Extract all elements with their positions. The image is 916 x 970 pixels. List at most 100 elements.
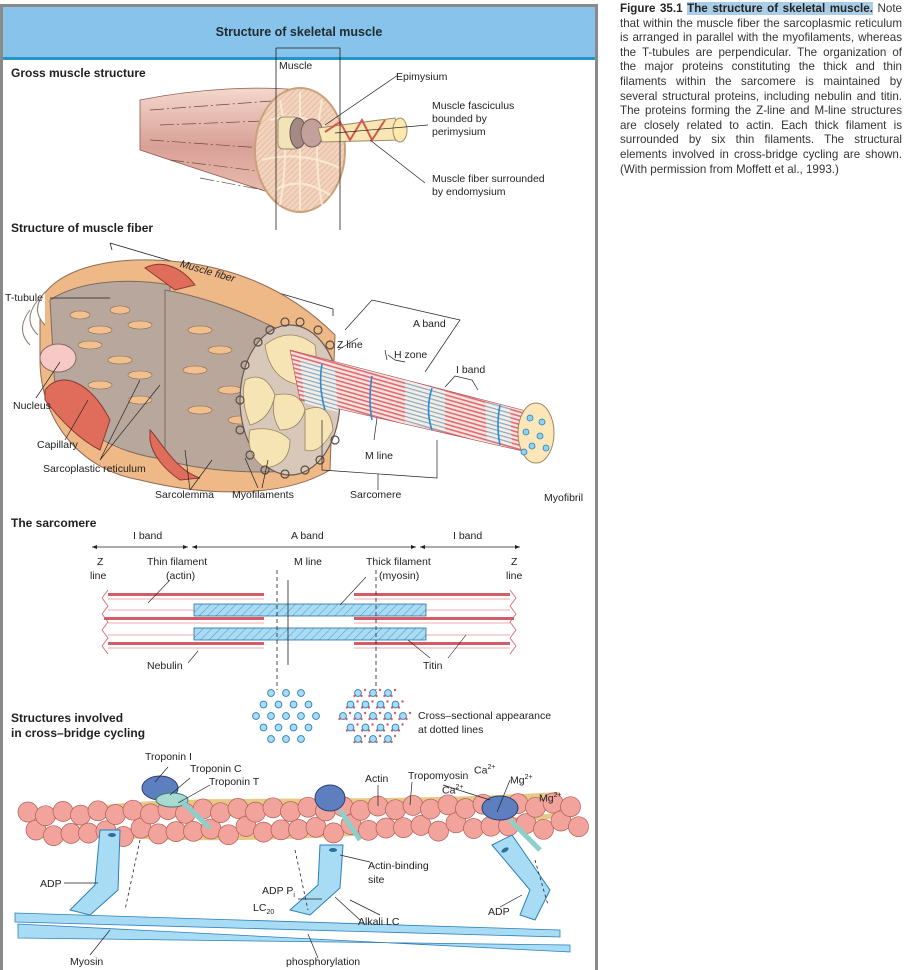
thick-filament-dot xyxy=(346,723,355,732)
actin-monomer xyxy=(402,795,424,816)
label-thin-filament-1: Thin filament xyxy=(147,556,208,568)
actin-monomer xyxy=(148,823,169,845)
actin-monomer xyxy=(350,799,371,821)
actin-monomer xyxy=(568,816,589,838)
label-m-line: M line xyxy=(365,450,394,462)
label-a-band-sarcomere: A band xyxy=(291,530,324,542)
muscle-fiber-illustration xyxy=(22,242,555,493)
thin-filament-dot xyxy=(367,729,371,732)
actin-monomer xyxy=(262,797,284,819)
actin-monomer xyxy=(60,823,82,844)
thin-filament-dot xyxy=(375,729,379,732)
label-fasciculus-1: Muscle fasciculus xyxy=(432,100,515,112)
actin-monomer xyxy=(455,798,476,819)
thick-filament-dot xyxy=(399,712,407,720)
thin-filament-dot xyxy=(390,706,394,709)
actin-monomer xyxy=(183,820,204,842)
thick-filament-dot xyxy=(267,712,275,720)
label-actin: Actin xyxy=(365,773,389,785)
thin-filament-dot xyxy=(390,740,393,744)
lc-subscript: 20 xyxy=(266,909,275,917)
thin-filament-dot xyxy=(382,706,386,709)
actin-monomer xyxy=(70,804,91,826)
figure-header: Structure of skeletal muscle xyxy=(3,7,595,60)
actin-monomer xyxy=(420,798,441,820)
label-alkali-lc: Alkali LC xyxy=(358,916,400,928)
ca-charge: 2+ xyxy=(455,784,464,791)
muscle-bracket xyxy=(275,47,341,230)
thin-filament-dot xyxy=(401,723,404,726)
actin-monomer xyxy=(358,819,379,841)
thin-filament-dot xyxy=(375,706,379,709)
thin-filament-dot xyxy=(352,706,356,709)
thin-filament-dot xyxy=(375,740,378,744)
thin-filament-dot xyxy=(353,740,356,744)
thick-filament-dot xyxy=(384,712,392,720)
label-i-band-right: I band xyxy=(453,530,483,542)
lc-text: LC xyxy=(253,902,267,914)
mg-text: Mg xyxy=(539,792,554,805)
thin-filament-dot xyxy=(383,694,386,698)
thin-filament-dot xyxy=(390,729,394,732)
thin-filament-dot xyxy=(363,688,367,692)
label-nucleus: Nucleus xyxy=(13,400,51,412)
thin-filament-dot xyxy=(398,717,401,721)
label-epimysium: Epimysium xyxy=(396,71,448,83)
label-sarcolemma: Sarcolemma xyxy=(155,489,214,501)
thin-filament-dot xyxy=(383,717,386,721)
label-ca-top: Ca2+ xyxy=(474,762,495,777)
thin-filament-dot xyxy=(378,688,382,692)
label-z-left-1: Z xyxy=(97,556,104,568)
thin-filament-dot xyxy=(363,734,367,738)
label-mg-1: Mg2+ xyxy=(510,772,533,787)
thin-filament-dot xyxy=(378,711,382,715)
thin-filament-dot xyxy=(338,717,341,721)
thin-filament-dot xyxy=(393,711,397,715)
thin-filament-dot xyxy=(360,740,363,744)
thick-filament-dot xyxy=(312,712,320,720)
thick-filament-dot xyxy=(354,735,362,743)
label-z-right-1: Z xyxy=(511,556,518,568)
thin-filament-dot xyxy=(397,729,401,732)
thick-filament-dot xyxy=(361,700,370,709)
label-adp-right: ADP xyxy=(488,906,510,918)
figure-artwork xyxy=(14,47,589,959)
actin-monomer xyxy=(437,794,459,816)
label-troponin-i: Troponin I xyxy=(145,751,192,763)
label-thin-filament-2: (actin) xyxy=(166,570,196,582)
thick-filament-dot xyxy=(289,700,298,709)
label-lc20: LC20 xyxy=(253,902,274,919)
thick-filament-dot xyxy=(289,723,298,732)
actin-monomer xyxy=(253,821,274,843)
thick-filament-dot xyxy=(267,689,275,697)
actin-monomer xyxy=(227,798,249,819)
actin-monomer xyxy=(218,824,239,846)
gross-muscle-title: Gross muscle structure xyxy=(11,66,146,80)
thin-filament-dot xyxy=(360,717,363,721)
thin-filament-dot xyxy=(345,706,349,709)
thin-filament-dot xyxy=(363,711,367,715)
label-adp-left: ADP xyxy=(40,878,62,890)
label-h-zone: H zone xyxy=(394,349,428,361)
label-troponin-c: Troponin C xyxy=(190,763,242,775)
crossbridge-illustration xyxy=(14,766,589,959)
thin-filament-dot xyxy=(352,729,356,732)
thin-filament-dot xyxy=(345,717,348,721)
label-nebulin: Nebulin xyxy=(147,660,183,672)
gross-muscle-illustration xyxy=(139,47,429,230)
actin-monomer xyxy=(270,819,292,841)
label-mg-2: Mg2+ xyxy=(539,790,562,805)
thin-filament-dot xyxy=(390,694,393,698)
thin-filament-dot xyxy=(393,688,397,692)
actin-monomer xyxy=(323,822,344,844)
label-fiber-endomysium-2: by endomysium xyxy=(432,186,506,198)
thick-filament-dot xyxy=(346,700,355,709)
thin-filament-dot xyxy=(383,740,386,744)
actin-monomer xyxy=(105,804,126,825)
label-cross-section-1: Cross–sectional appearance xyxy=(418,710,552,722)
label-t-tubule: T-tubule xyxy=(5,292,43,304)
actin-monomer xyxy=(288,819,309,840)
thick-filament-dot xyxy=(282,735,290,743)
thick-filament-dot xyxy=(297,689,305,697)
thin-filament-dot xyxy=(360,706,364,709)
